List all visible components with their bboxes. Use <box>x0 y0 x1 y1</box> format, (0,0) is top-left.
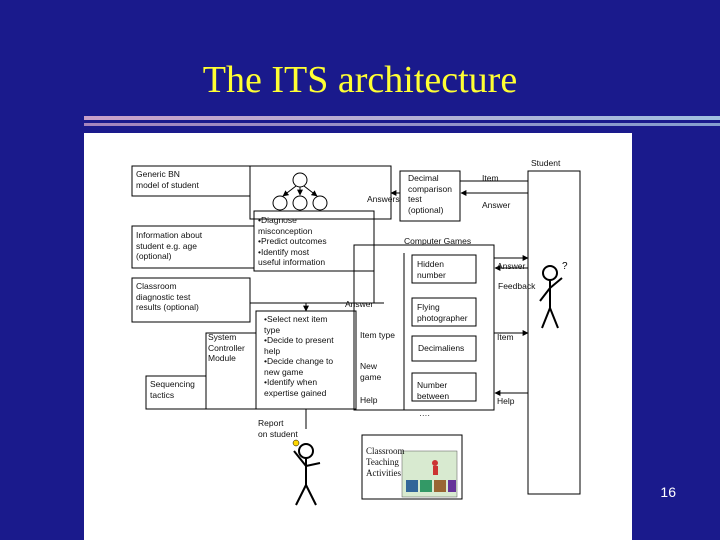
answer-mid-label: Answer <box>345 299 374 309</box>
question-mark-icon: ? <box>562 261 568 272</box>
help-left-label: Help <box>360 395 378 405</box>
flying-photographer-label: Flying photographer <box>417 302 468 323</box>
answers-label: Answers <box>367 194 400 204</box>
diagnose-list: •Diagnose misconception •Predict outcome… <box>258 215 327 267</box>
flying-photographer-box <box>411 297 477 327</box>
teacher-figure-icon <box>293 443 321 506</box>
diagram-lines: ? <box>131 165 581 506</box>
computer-games-box <box>353 244 495 411</box>
classroom-teaching-label: Classroom Teaching Activities <box>366 446 405 478</box>
student-label: Student <box>531 158 561 168</box>
feedback-label: Feedback <box>498 281 536 291</box>
generic-bn-label: Generic BN model of student <box>136 169 199 190</box>
item-top-label: Item <box>482 173 499 183</box>
classroom-clipart-icon <box>401 450 458 498</box>
architecture-diagram: ? Student Generic BN model of student In… <box>84 133 632 540</box>
new-game-label: New game <box>360 361 382 382</box>
sequencing-label: Sequencing tactics <box>150 379 195 400</box>
bn-node-left <box>272 195 288 211</box>
hidden-number-label: Hidden number <box>417 259 446 280</box>
slide-title: The ITS architecture <box>202 59 518 101</box>
classroom-test-label: Classroom diagnostic test results (optio… <box>136 281 199 312</box>
student-column <box>527 170 581 495</box>
decimal-test-box <box>399 170 461 222</box>
classroom-teaching-box <box>361 434 463 500</box>
answer-right-label: Answer <box>497 261 526 271</box>
hidden-number-box <box>411 254 477 284</box>
student-figure-icon <box>539 265 563 329</box>
title-rule-secondary <box>84 123 720 126</box>
number-between-label: Number between <box>417 380 450 401</box>
title-rule <box>84 116 720 120</box>
bn-node-root <box>292 172 308 188</box>
sequencing-box <box>145 375 207 410</box>
idea-bulb-icon <box>292 439 300 447</box>
help-right-label: Help <box>497 396 515 406</box>
system-controller-label: System Controller Module <box>208 332 245 363</box>
ellipsis-label: …. <box>419 408 430 418</box>
page-number: 16 <box>660 484 676 500</box>
item-right-label: Item <box>497 332 514 342</box>
decimaliens-box <box>411 335 477 362</box>
answer-top-label: Answer <box>482 200 511 210</box>
bn-node-right <box>312 195 328 211</box>
diagnose-box <box>253 210 375 272</box>
item-type-label: Item type <box>360 330 395 340</box>
decimaliens-label: Decimaliens <box>418 343 465 353</box>
select-list: •Select next item type •Decide to presen… <box>264 314 334 398</box>
decimal-test-label: Decimal comparison test (optional) <box>408 173 452 215</box>
computer-games-label: Computer Games <box>404 236 472 246</box>
info-student-label: Information about student e.g. age (opti… <box>136 230 203 261</box>
bn-node-mid <box>292 195 308 211</box>
number-between-box <box>411 372 477 402</box>
report-label: Report on student <box>258 418 298 439</box>
